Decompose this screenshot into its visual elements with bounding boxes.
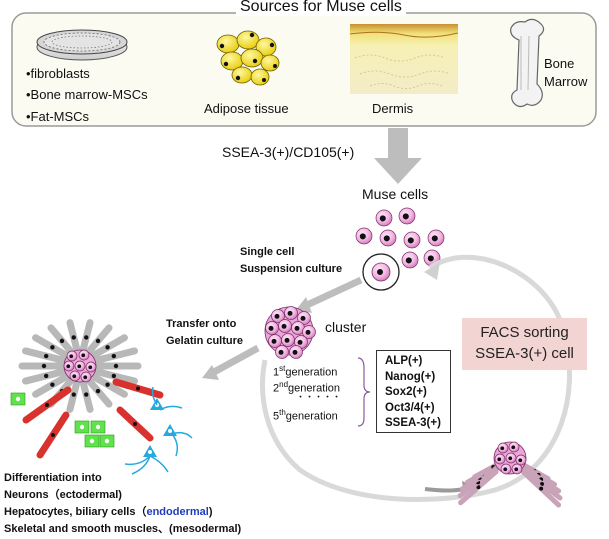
- neurons-label: Neurons（ectodermal): [4, 489, 122, 501]
- cell-icon: [271, 309, 285, 323]
- gelatin-culture-label: Gelatin culture: [166, 335, 244, 347]
- cell-icon: [403, 231, 421, 249]
- muse-cells-label: Muse cells: [362, 186, 429, 202]
- adipose-tissue-label: Adipose tissue: [204, 101, 289, 116]
- cell-icon: [297, 311, 311, 325]
- suspension-culture-label: Suspension culture: [240, 263, 343, 275]
- cell-icon: [284, 306, 298, 320]
- cell-icon: [278, 319, 292, 333]
- marker-nanog: Nanog(+): [385, 370, 436, 383]
- generation-brace: [357, 357, 371, 427]
- cell-icon: [500, 463, 512, 475]
- cell-icon: [375, 209, 393, 227]
- cell-icon: [74, 360, 86, 372]
- arrow-to-cluster-icon: [305, 276, 363, 309]
- dermis-icon: [349, 24, 459, 94]
- cell-icon: [69, 370, 81, 382]
- single-cell-label: Single cell: [240, 246, 295, 258]
- differentiation-illustration: [10, 319, 193, 475]
- generation-2: 2ndgeneration: [273, 380, 341, 395]
- petri-dish-icon: [36, 29, 128, 61]
- cell-icon: [78, 349, 90, 361]
- cell-icon: [497, 442, 509, 454]
- cell-icon: [289, 345, 303, 359]
- cell-icon: [66, 350, 78, 362]
- colony-icon: [457, 441, 563, 508]
- sources-title: Sources for Muse cells: [236, 0, 406, 16]
- cell-icon: [515, 454, 527, 466]
- selection-label: SSEA-3(+)/CD105(+): [222, 144, 355, 160]
- bone-icon: [510, 18, 545, 108]
- cell-icon: [505, 452, 517, 464]
- facs-sorting-box: FACS sorting SSEA-3(+) cell: [462, 318, 587, 370]
- bone-label: Bone: [544, 56, 575, 71]
- cluster-label: cluster: [325, 319, 367, 335]
- cell-icon: [355, 227, 373, 245]
- cell-icon: [508, 441, 520, 453]
- differentiation-title: Differentiation into: [4, 472, 102, 484]
- cell-icon: [398, 207, 416, 225]
- cell-icon: [63, 360, 75, 372]
- muscles-label: Skeletal and smooth muscles、(mesodermal): [4, 523, 242, 535]
- cell-icon: [494, 453, 506, 465]
- endodermal-label: endodermal: [146, 506, 209, 518]
- cell-icon: [281, 333, 295, 347]
- cell-icon: [401, 251, 419, 269]
- generation-1: 1stgeneration: [273, 364, 338, 379]
- fat-mscs-label: •Fat-MSCs: [26, 109, 90, 124]
- generation-dots: ・・・・・: [296, 392, 342, 402]
- marker-alp: ALP(+): [385, 355, 423, 367]
- down-arrow-icon: [374, 128, 422, 184]
- facs-line-1: FACS sorting: [480, 324, 569, 341]
- markers-box: ALP(+) Nanog(+) Sox2(+) Oct3/4(+) SSEA-3…: [376, 350, 451, 433]
- cell-icon: [302, 325, 316, 339]
- cell-icon: [80, 371, 92, 383]
- marrow-label: Marrow: [544, 74, 588, 89]
- marker-oct34: Oct3/4(+): [385, 401, 435, 414]
- cell-icon: [268, 334, 282, 348]
- cell-icon: [379, 229, 397, 247]
- facs-line-2: SSEA-3(+) cell: [475, 345, 574, 362]
- fibroblasts-label: •fibroblasts: [26, 66, 90, 81]
- generation-5: 5thgeneration: [273, 408, 338, 423]
- transfer-label: Transfer onto: [166, 318, 237, 330]
- bm-mscs-label: •Bone marrow-MSCs: [26, 87, 148, 102]
- adipocyte-cluster-icon: [216, 30, 280, 86]
- arrow-to-differentiation-icon: [212, 344, 260, 376]
- cell-icon: [275, 345, 289, 359]
- hepatocytes-label: Hepatocytes, biliary cells（endodermal): [4, 506, 213, 518]
- cycle-arc: [260, 254, 573, 503]
- single-cell-icon: [362, 253, 400, 291]
- cell-icon: [511, 463, 523, 475]
- cell-icon: [427, 229, 445, 247]
- cell-cluster-icon: [264, 306, 316, 359]
- marker-sox2: Sox2(+): [385, 386, 427, 398]
- marker-ssea3: SSEA-3(+): [385, 417, 441, 429]
- sources-box: [11, 12, 597, 127]
- cell-icon: [265, 321, 279, 335]
- dermis-label: Dermis: [372, 101, 414, 116]
- cell-icon: [85, 361, 97, 373]
